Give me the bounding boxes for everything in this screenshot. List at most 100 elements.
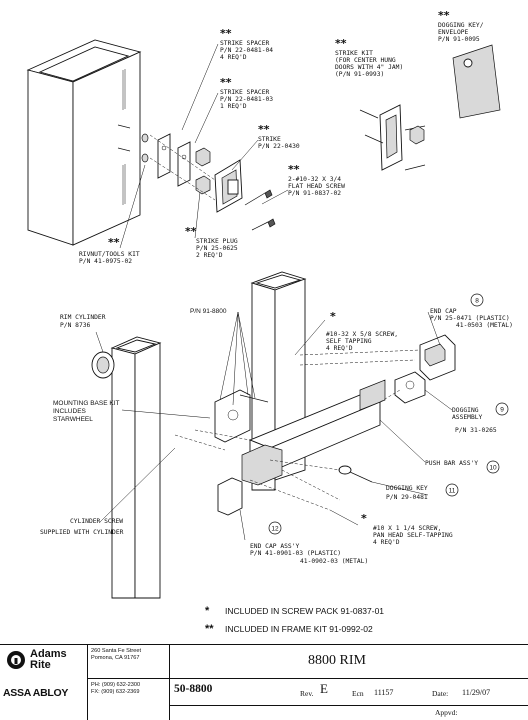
svg-text:**: ** xyxy=(258,123,270,136)
ecn-value: 11157 xyxy=(374,688,394,697)
date-value: 11/29/07 xyxy=(462,688,491,697)
svg-text:DOGGING KEY: DOGGING KEY xyxy=(386,485,428,492)
end-cap-assy xyxy=(217,444,283,516)
svg-text:1 REQ'D: 1 REQ'D xyxy=(220,103,247,110)
svg-text:P/N 29-0481: P/N 29-0481 xyxy=(386,494,428,501)
svg-text:10: 10 xyxy=(489,465,497,472)
dogging-assembly xyxy=(394,371,426,404)
svg-text:8: 8 xyxy=(475,298,479,305)
label-strike-spacer-2: ** STRIKE SPACER P/N 22-0481-03 1 REQ'D xyxy=(220,76,273,110)
svg-text:P/N 41-0975-02: P/N 41-0975-02 xyxy=(79,258,132,265)
end-cap xyxy=(419,334,456,381)
note-frame-kit: **INCLUDED IN FRAME KIT 91-0992-02 xyxy=(205,623,373,635)
svg-text:P/N 22-0430: P/N 22-0430 xyxy=(258,143,300,150)
svg-text:4 REQ'D: 4 REQ'D xyxy=(373,539,400,546)
svg-text:P/N 91-0095: P/N 91-0095 xyxy=(438,36,480,43)
svg-text:ASSEMBLY: ASSEMBLY xyxy=(452,414,483,421)
svg-text:41-0503 (METAL): 41-0503 (METAL) xyxy=(456,322,513,329)
svg-text:P/N 91-8800: P/N 91-8800 xyxy=(190,308,227,315)
part-number: 50-8800 xyxy=(174,683,213,695)
svg-text:12: 12 xyxy=(271,526,279,533)
label-strike-spacer-1: ** STRIKE SPACER P/N 22-0481-04 4 REQ'D xyxy=(220,27,273,61)
label-rim-cylinder: RIM CYLINDER P/N 8736 xyxy=(60,314,106,329)
svg-text:(P/N 91-0993): (P/N 91-0993) xyxy=(335,71,384,78)
strike-spacers xyxy=(157,133,191,187)
svg-text:P/N 41-0901-03 (PLASTIC): P/N 41-0901-03 (PLASTIC) xyxy=(250,550,341,557)
label-end-cap: 8 END CAP P/N 25-0471 (PLASTIC) 41-0503 … xyxy=(430,293,513,329)
label-end-cap-assy: 12 END CAP ASS'Y P/N 41-0901-03 (PLASTIC… xyxy=(250,521,368,565)
svg-text:**: ** xyxy=(185,225,197,238)
svg-text:(FOR CENTER HUNG: (FOR CENTER HUNG xyxy=(335,57,396,64)
svg-text:**: ** xyxy=(335,37,347,50)
svg-text:**: ** xyxy=(220,27,232,40)
svg-text:4 REQ'D: 4 REQ'D xyxy=(220,54,247,61)
svg-text:**: ** xyxy=(438,9,450,22)
strike-kit xyxy=(359,104,426,171)
label-dogging-assembly: 9 DOGGING ASSEMBLY P/N 31-0265 xyxy=(452,402,509,434)
svg-text:INCLUDES: INCLUDES xyxy=(53,408,87,415)
kit-notes: *INCLUDED IN SCREW PACK 91-0837-01 **INC… xyxy=(0,603,528,639)
svg-text:P/N 22-0481-03: P/N 22-0481-03 xyxy=(220,96,273,103)
svg-text:STRIKE SPACER: STRIKE SPACER xyxy=(220,89,269,96)
svg-text:P/N 25-0625: P/N 25-0625 xyxy=(196,245,238,252)
adams-rite-logo-icon xyxy=(7,651,25,669)
strike-plugs xyxy=(195,147,211,195)
dogging-key-envelope xyxy=(452,44,501,119)
svg-text:41-0902-03 (METAL): 41-0902-03 (METAL) xyxy=(300,558,368,565)
svg-text:**: ** xyxy=(108,236,120,249)
svg-text:DOGGING KEY/: DOGGING KEY/ xyxy=(438,22,484,29)
svg-text:MOUNTING BASE KIT: MOUNTING BASE KIT xyxy=(53,400,119,407)
note-screw-pack: *INCLUDED IN SCREW PACK 91-0837-01 xyxy=(205,605,385,617)
svg-text:FLAT HEAD SCREW: FLAT HEAD SCREW xyxy=(288,183,345,190)
label-flat-head-screw: ** 2-#10-32 X 3/4 FLAT HEAD SCREW P/N 91… xyxy=(288,163,345,197)
svg-text:STARWHEEL: STARWHEEL xyxy=(53,416,93,423)
svg-text:**: ** xyxy=(220,76,232,89)
flat-head-screws xyxy=(117,124,276,231)
leader-lines xyxy=(95,43,453,541)
dogging-key xyxy=(338,465,373,483)
rev-label: Rev. xyxy=(300,689,314,698)
svg-text:END CAP: END CAP xyxy=(430,308,457,315)
frame-jamb-upper xyxy=(26,39,149,246)
svg-text:ENVELOPE: ENVELOPE xyxy=(438,29,469,36)
svg-text:*: * xyxy=(361,512,367,525)
label-dogging-key: DOGGING KEY P/N 29-0481 11 xyxy=(386,483,459,501)
mounting-base xyxy=(214,389,269,443)
svg-text:STRIKE KIT: STRIKE KIT xyxy=(335,50,373,57)
svg-text:P/N 22-0481-04: P/N 22-0481-04 xyxy=(220,47,273,54)
company-phone: PH: (909) 632-2300 FX: (909) 632-2369 xyxy=(88,679,170,720)
svg-text:**: ** xyxy=(288,163,300,176)
label-screw-10-114: * #10 X 1 1/4 SCREW, PAN HEAD SELF-TAPPI… xyxy=(361,512,453,546)
title-block: Adams Rite ASSA ABLOY 260 Santa Fe Stree… xyxy=(0,644,528,720)
svg-text:DOORS WITH 4" JAM): DOORS WITH 4" JAM) xyxy=(335,64,403,71)
svg-text:SELF TAPPING: SELF TAPPING xyxy=(326,338,372,345)
ecn-label: Ecn xyxy=(352,689,364,698)
svg-text:#10 X 1 1/4 SCREW,: #10 X 1 1/4 SCREW, xyxy=(373,525,441,532)
label-push-bar: PUSH BAR ASS'Y 10 xyxy=(425,460,500,474)
svg-text:P/N 31-0265: P/N 31-0265 xyxy=(455,427,497,434)
svg-text:DOGGING: DOGGING xyxy=(452,407,479,414)
label-rivnut-tools-kit: ** RIVNUT/TOOLS KIT P/N 41-0975-02 xyxy=(79,236,140,265)
drawing-title: 8800 RIM xyxy=(170,645,528,679)
door-stile-left xyxy=(110,336,162,599)
label-pn-91-8800: P/N 91-8800 xyxy=(190,308,227,315)
svg-text:9: 9 xyxy=(500,407,504,414)
svg-text:*: * xyxy=(330,310,336,323)
company-address: 260 Santa Fe Street Pomona, CA 91767 xyxy=(88,645,170,679)
svg-text:STRIKE PLUG: STRIKE PLUG xyxy=(196,238,238,245)
approved-label: Appvd: xyxy=(435,708,458,717)
alignment-lines xyxy=(149,134,421,511)
svg-text:CYLINDER SCREW: CYLINDER SCREW xyxy=(70,518,123,525)
company-logo: Adams Rite ASSA ABLOY xyxy=(0,645,88,720)
svg-text:STRIKE: STRIKE xyxy=(258,136,281,143)
label-screw-10-32: * #10-32 X 5/8 SCREW, SELF TAPPING 4 REQ… xyxy=(326,310,398,352)
svg-text:SUPPLIED WITH CYLINDER: SUPPLIED WITH CYLINDER xyxy=(40,529,124,536)
divider xyxy=(170,705,528,706)
exploded-assembly-drawing: ** DOGGING KEY/ ENVELOPE P/N 91-0095 ** … xyxy=(26,9,513,599)
label-strike-plug: ** STRIKE PLUG P/N 25-0625 2 REQ'D xyxy=(185,225,238,259)
date-label: Date: xyxy=(432,689,449,698)
svg-text:2 REQ'D: 2 REQ'D xyxy=(196,252,223,259)
svg-text:2-#10-32 X 3/4: 2-#10-32 X 3/4 xyxy=(288,176,341,183)
label-strike: ** STRIKE P/N 22-0430 xyxy=(258,123,300,150)
label-dogging-key-envelope: ** DOGGING KEY/ ENVELOPE P/N 91-0095 xyxy=(438,9,484,43)
